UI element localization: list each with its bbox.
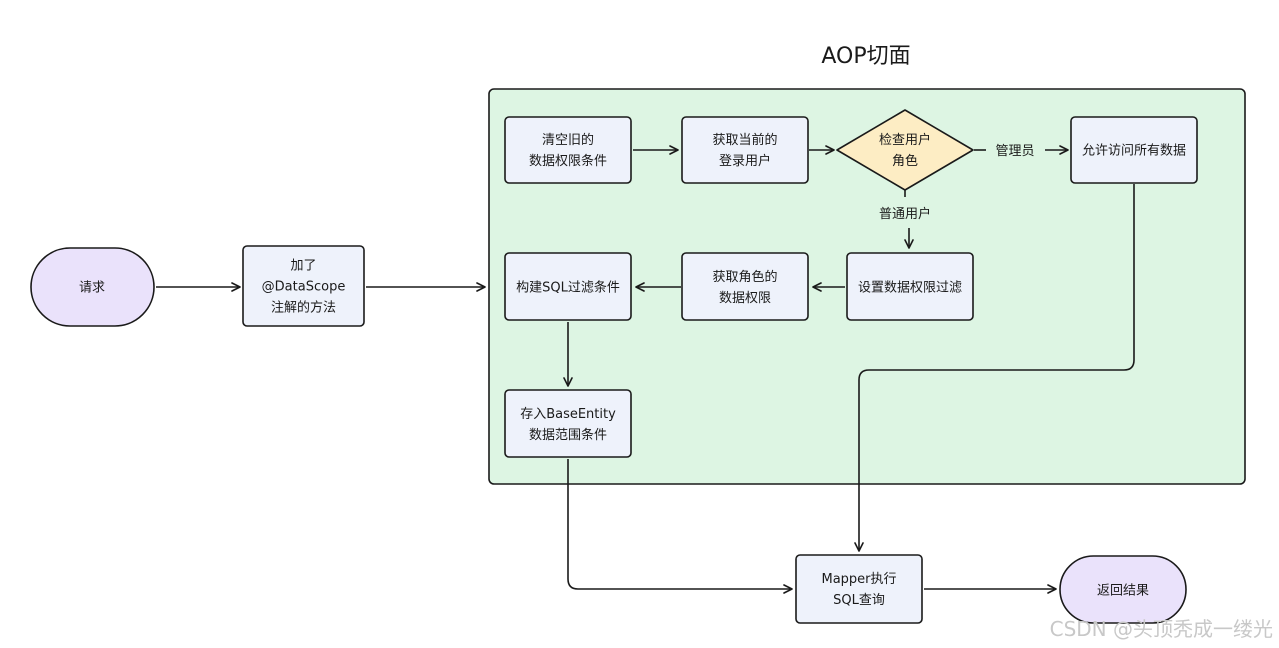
clear-old-line: 清空旧的 [542, 132, 594, 148]
node-get-role-perm-label: 获取角色的数据权限 [712, 269, 777, 306]
allow-all-line: 允许访问所有数据 [1082, 143, 1186, 159]
set-filter-line: 设置数据权限过滤 [858, 280, 962, 296]
return-result-line: 返回结果 [1097, 584, 1149, 599]
diagram-title: AOP切面 [821, 44, 910, 69]
node-set-filter: 设置数据权限过滤 [846, 252, 974, 321]
check-role-line: 检查用户 [879, 132, 931, 148]
node-set-filter-label: 设置数据权限过滤 [858, 280, 962, 296]
edge-allow-to-mapper [854, 184, 1135, 552]
check-role-line: 角色 [892, 153, 918, 169]
node-check-role: 检查用户角色 [836, 109, 974, 191]
annotated-method-line: 注解的方法 [271, 300, 336, 316]
node-return-result: 返回结果 [1059, 555, 1187, 624]
edge-label-admin: 管理员 [995, 144, 1034, 159]
node-mapper: Mapper执行 SQL查询 [795, 554, 923, 624]
get-user-line: 登录用户 [719, 153, 771, 169]
node-store-entity: 存入BaseEntity 数据范围条件 [504, 389, 632, 458]
node-annotated-method-label: 加了 @DataScope 注解的方法 [262, 259, 346, 316]
store-entity-line: 存入BaseEntity [520, 407, 616, 422]
edge-label-normal-user: 普通用户 [879, 206, 931, 222]
mapper-line: Mapper执行 [821, 572, 896, 587]
get-user-line: 获取当前的 [712, 132, 777, 148]
node-allow-all-label: 允许访问所有数据 [1082, 143, 1186, 159]
node-build-sql-label: 构建SQL过滤条件 [516, 280, 620, 296]
annotated-method-line: 加了 [290, 259, 316, 274]
get-role-perm-line: 数据权限 [719, 290, 771, 306]
request-line: 请求 [79, 281, 105, 296]
node-check-role-label: 检查用户角色 [879, 132, 931, 169]
node-clear-old-label: 清空旧的数据权限条件 [529, 132, 607, 169]
node-build-sql: 构建SQL过滤条件 [504, 252, 632, 321]
node-request-label: 请求 [79, 281, 105, 296]
node-get-user-label: 获取当前的登录用户 [712, 132, 777, 169]
watermark: CSDN @头顶秃成一缕光 [1050, 617, 1273, 641]
node-get-role-perm: 获取角色的数据权限 [681, 252, 809, 321]
annotated-method-line: @DataScope [262, 280, 346, 295]
get-role-perm-line: 获取角色的 [712, 269, 777, 285]
node-annotated-method: 加了 @DataScope 注解的方法 [242, 245, 365, 327]
mapper-line: SQL查询 [833, 593, 885, 608]
node-mapper-label: Mapper执行 SQL查询 [821, 572, 896, 608]
clear-old-line: 数据权限条件 [529, 153, 607, 169]
edges [156, 145, 1135, 594]
store-entity-line: 数据范围条件 [529, 427, 607, 443]
node-allow-all: 允许访问所有数据 [1070, 116, 1198, 184]
node-return-result-label: 返回结果 [1097, 584, 1149, 599]
build-sql-line: 构建SQL过滤条件 [516, 280, 620, 296]
node-request: 请求 [30, 247, 155, 327]
node-clear-old: 清空旧的数据权限条件 [504, 116, 632, 184]
node-store-entity-label: 存入BaseEntity 数据范围条件 [520, 407, 616, 443]
edge-store-to-mapper [567, 459, 793, 594]
node-get-user: 获取当前的登录用户 [681, 116, 809, 184]
